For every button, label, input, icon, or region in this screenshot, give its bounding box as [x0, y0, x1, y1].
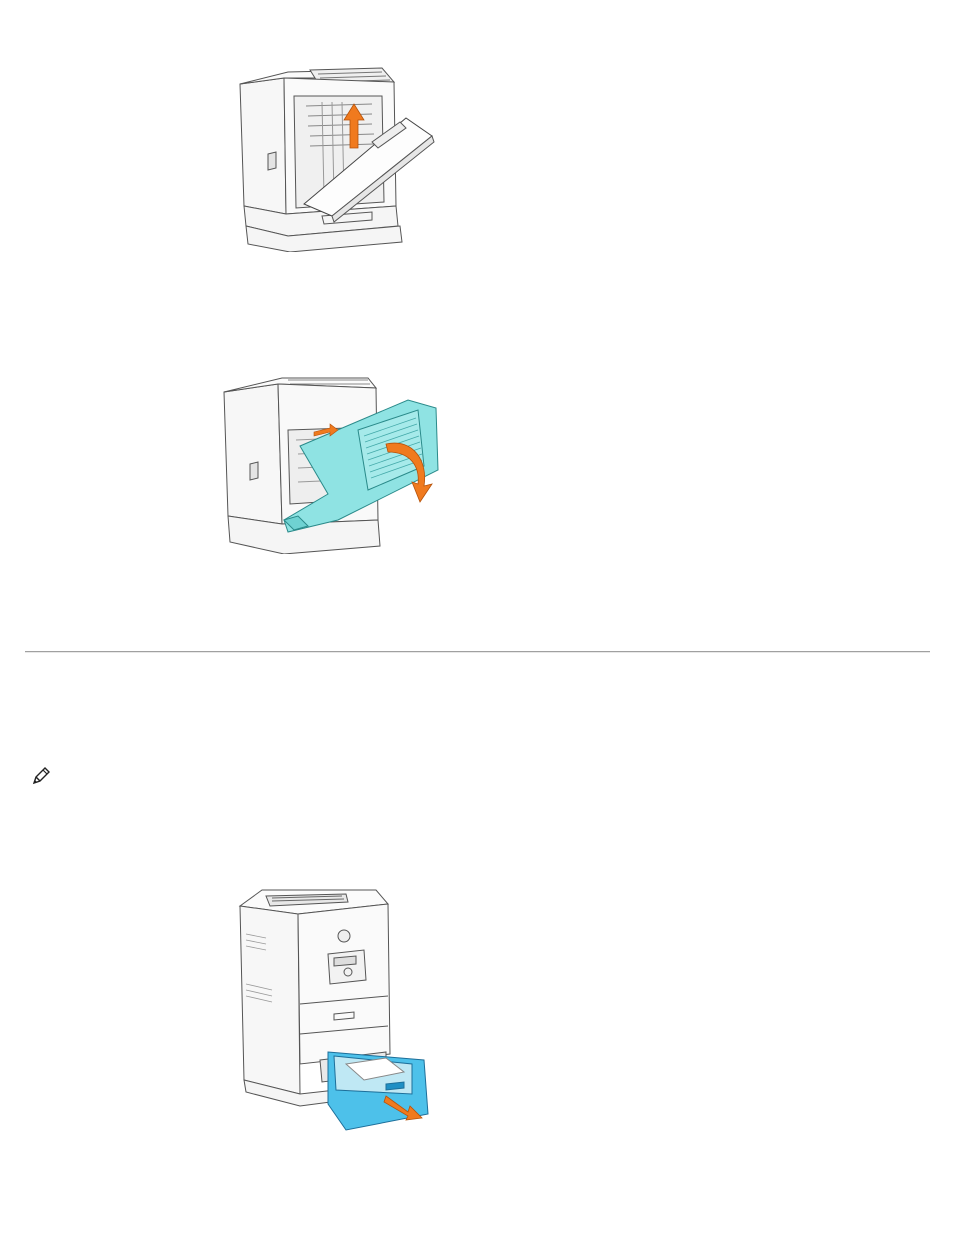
- note-pencil-icon: [31, 766, 51, 786]
- printer-tray-pull-icon: [236, 884, 436, 1134]
- printer-rear-duplex-lift-icon: [232, 56, 442, 252]
- section-divider: [25, 651, 930, 653]
- figure-rear-cover-close: [218, 370, 450, 554]
- printer-rear-cover-close-icon: [218, 370, 450, 554]
- figure-tray-pull-out: [236, 884, 436, 1134]
- figure-duplexer-open: [232, 56, 442, 252]
